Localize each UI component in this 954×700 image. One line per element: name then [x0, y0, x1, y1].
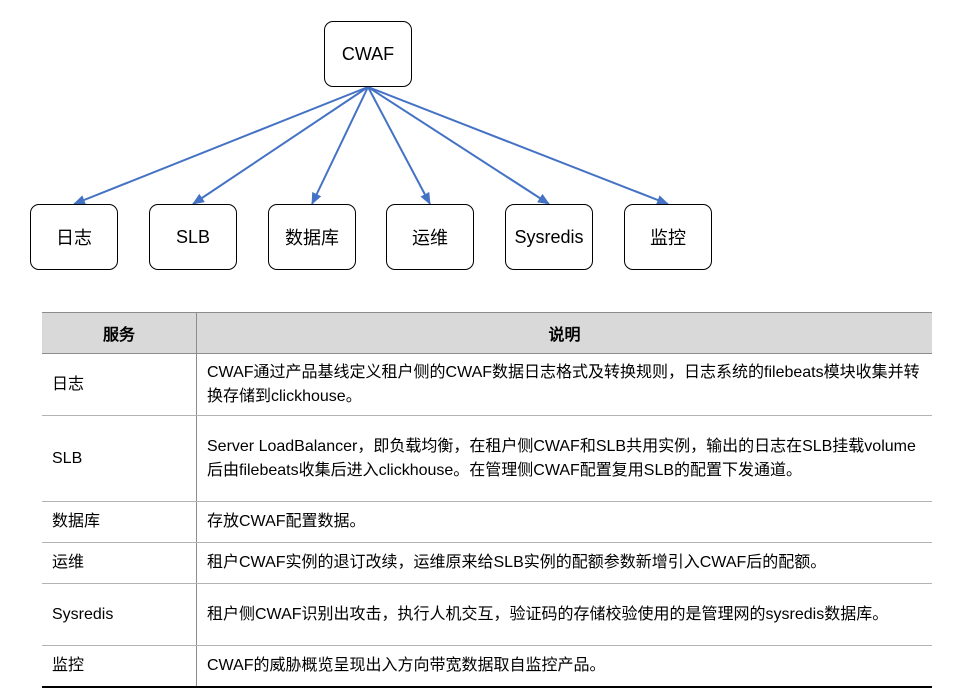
cell-description: CWAF通过产品基线定义租户侧的CWAF数据日志格式及转换规则，日志系统的fil…: [196, 353, 932, 416]
node-log: 日志: [30, 204, 118, 270]
service-table: 服务 说明 日志 CWAF通过产品基线定义租户侧的CWAF数据日志格式及转换规则…: [42, 312, 932, 688]
header-service: 服务: [42, 312, 197, 354]
node-slb-label: SLB: [175, 226, 211, 247]
table-row: 数据库 存放CWAF配置数据。: [42, 501, 932, 543]
node-database-label: 数据库: [285, 228, 339, 248]
table-row: SLB Server LoadBalancer，即负载均衡，在租户侧CWAF和S…: [42, 415, 932, 502]
cell-description: Server LoadBalancer，即负载均衡，在租户侧CWAF和SLB共用…: [196, 415, 932, 502]
cell-service: 日志: [42, 353, 197, 416]
edge-root-to-database: [311, 86, 369, 205]
cell-service: 数据库: [42, 501, 197, 543]
node-log-label: 日志: [56, 228, 92, 248]
cell-service: 监控: [42, 645, 197, 688]
node-sysredis: Sysredis: [505, 204, 593, 270]
cell-description: 存放CWAF配置数据。: [196, 501, 932, 543]
table-row: Sysredis 租户侧CWAF识别出攻击，执行人机交互，验证码的存储校验使用的…: [42, 583, 932, 646]
node-ops-label: 运维: [412, 228, 448, 248]
diagram-edges: [73, 86, 669, 205]
edge-root-to-slb: [192, 86, 369, 205]
service-diagram: CWAF 日志 SLB 数据库 运维 Sysredis 监控: [0, 0, 954, 290]
header-description: 说明: [196, 312, 932, 354]
table-row: 监控 CWAF的威胁概览呈现出入方向带宽数据取自监控产品。: [42, 645, 932, 688]
node-database: 数据库: [268, 204, 356, 270]
cell-service: Sysredis: [42, 583, 197, 646]
cell-description: 租户CWAF实例的退订改续，运维原来给SLB实例的配额参数新增引入CWAF后的配…: [196, 542, 932, 584]
cell-service: 运维: [42, 542, 197, 584]
node-slb: SLB: [149, 204, 237, 270]
edge-root-to-ops: [367, 86, 431, 205]
cell-service: SLB: [42, 415, 197, 502]
cell-description: 租户侧CWAF识别出攻击，执行人机交互，验证码的存储校验使用的是管理网的sysr…: [196, 583, 932, 646]
edge-root-to-monitor: [367, 86, 669, 205]
node-ops: 运维: [386, 204, 474, 270]
edge-root-to-sysredis: [367, 86, 550, 205]
table-row: 运维 租户CWAF实例的退订改续，运维原来给SLB实例的配额参数新增引入CWAF…: [42, 542, 932, 584]
table-header-row: 服务 说明: [42, 312, 932, 354]
node-sysredis-label: Sysredis: [514, 226, 584, 247]
node-monitor: 监控: [624, 204, 712, 270]
node-root: CWAF: [324, 21, 412, 87]
edge-root-to-log: [73, 86, 369, 205]
node-root-label: CWAF: [341, 43, 395, 64]
node-monitor-label: 监控: [650, 228, 686, 248]
table-row: 日志 CWAF通过产品基线定义租户侧的CWAF数据日志格式及转换规则，日志系统的…: [42, 353, 932, 416]
cell-description: CWAF的威胁概览呈现出入方向带宽数据取自监控产品。: [196, 645, 932, 688]
